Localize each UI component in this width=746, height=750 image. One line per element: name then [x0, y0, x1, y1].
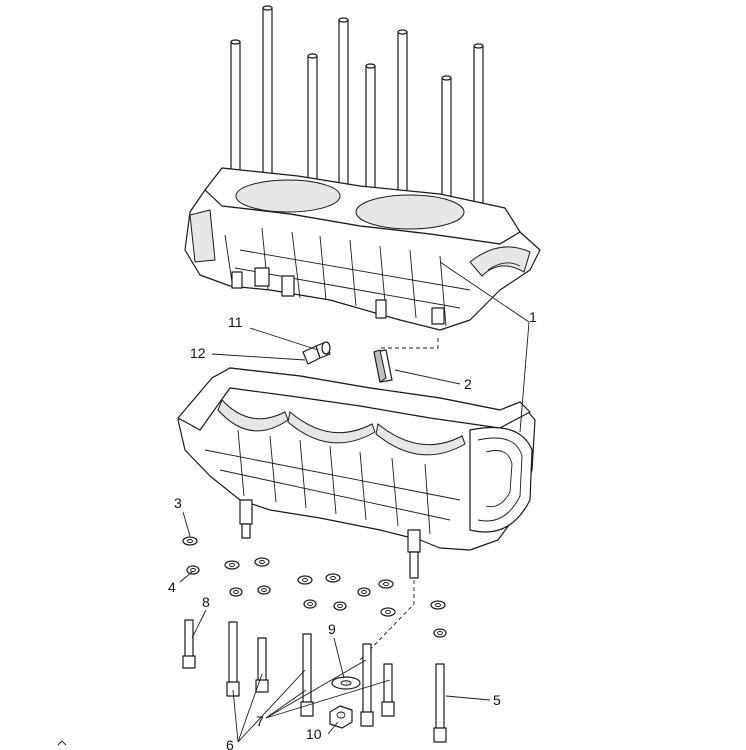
- callout-1: 1: [529, 309, 537, 325]
- alignment-line-2: [380, 338, 439, 349]
- lower-crankcase: [177, 367, 536, 579]
- callout-6: 6: [226, 737, 234, 750]
- callout-3: 3: [174, 495, 182, 511]
- callout-11: 11: [228, 314, 243, 330]
- corner-mark: [57, 740, 67, 746]
- callout-12: 12: [190, 345, 206, 361]
- part-11-12-screw: [302, 341, 331, 365]
- callout-8: 8: [202, 594, 210, 610]
- upper-crankcase: [184, 5, 541, 331]
- leader-lines: [179, 261, 530, 743]
- callout-7: 7: [256, 713, 264, 729]
- callout-5: 5: [493, 692, 501, 708]
- callout-9: 9: [328, 621, 336, 637]
- callout-10: 10: [306, 726, 322, 742]
- cylinder-studs: [230, 5, 484, 219]
- bolts-group: [182, 619, 447, 743]
- callout-2: 2: [464, 376, 472, 392]
- callout-4: 4: [168, 579, 176, 595]
- alignment-line-9: [359, 580, 415, 661]
- washers-group: [182, 536, 447, 638]
- part-2-insert: [373, 349, 393, 383]
